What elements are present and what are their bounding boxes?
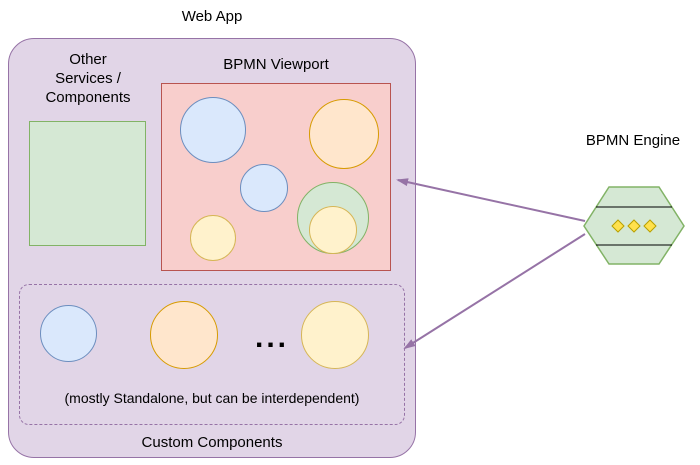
engine-diamond-icon bbox=[611, 219, 625, 233]
other-services-block bbox=[29, 121, 146, 246]
custom-components-area: ... (mostly Standalone, but can be inter… bbox=[19, 284, 405, 425]
viewport-circle-yellow-small bbox=[190, 215, 236, 261]
custom-components-label: Custom Components bbox=[141, 434, 283, 451]
custom-circle-yellow bbox=[301, 301, 369, 369]
viewport-circle-yellow-nested bbox=[309, 206, 357, 254]
custom-circle-orange bbox=[150, 301, 218, 369]
other-services-label: Other Services / Components bbox=[45, 51, 131, 106]
arrow-engine-to-custom-components bbox=[403, 233, 586, 350]
custom-components-note: (mostly Standalone, but can be interdepe… bbox=[64, 390, 360, 406]
bpmn-viewport bbox=[161, 83, 391, 271]
web-app-container: Other Services / Components BPMN Viewpor… bbox=[8, 38, 416, 458]
arrow-engine-to-viewport bbox=[396, 178, 586, 222]
engine-diamond-icon bbox=[627, 219, 641, 233]
web-app-title: Web App bbox=[181, 8, 243, 25]
bpmn-engine-label: BPMN Engine bbox=[585, 132, 681, 149]
custom-circle-blue bbox=[40, 305, 97, 362]
bpmn-engine-hexagon bbox=[583, 186, 685, 265]
engine-diamond-icon bbox=[643, 219, 657, 233]
viewport-circle-blue-large bbox=[180, 97, 246, 163]
viewport-circle-orange bbox=[309, 99, 379, 169]
bpmn-viewport-label: BPMN Viewport bbox=[223, 56, 329, 73]
custom-components-ellipsis: ... bbox=[254, 321, 289, 354]
viewport-circle-blue-small bbox=[240, 164, 288, 212]
